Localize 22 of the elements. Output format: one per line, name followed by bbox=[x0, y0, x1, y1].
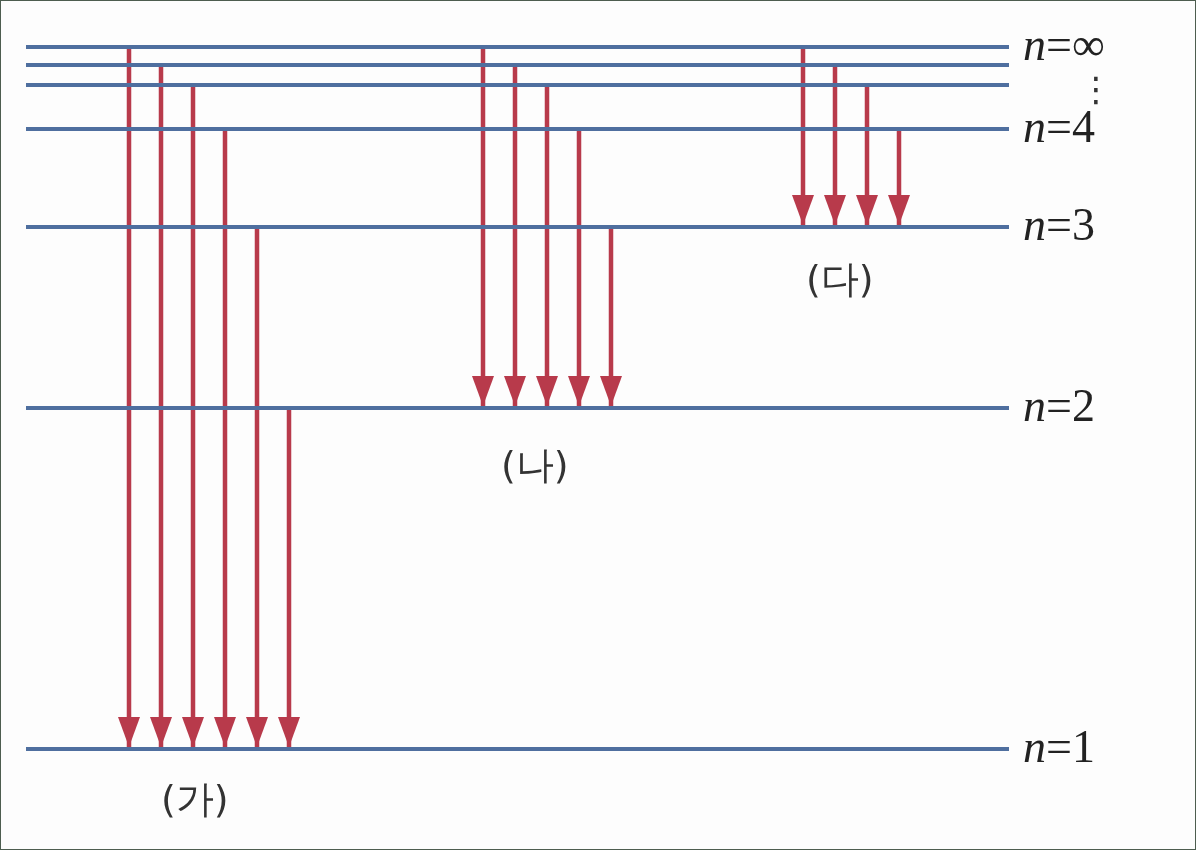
transition-arrow bbox=[600, 229, 622, 406]
series-label: (다) bbox=[806, 257, 874, 301]
transition-arrow bbox=[150, 67, 172, 747]
series-label: (나) bbox=[501, 443, 569, 487]
series-label: (가) bbox=[161, 777, 229, 821]
level-label: n=1 bbox=[1023, 724, 1095, 770]
transition-arrow bbox=[856, 87, 878, 225]
transition-arrow bbox=[118, 49, 140, 747]
transition-arrow bbox=[568, 131, 590, 406]
transition-arrow bbox=[214, 131, 236, 747]
level-label: n=2 bbox=[1023, 383, 1095, 429]
transition-arrow bbox=[278, 410, 300, 747]
level-label: n=3 bbox=[1023, 202, 1095, 248]
transition-arrow bbox=[888, 131, 910, 225]
transition-arrow bbox=[472, 49, 494, 406]
transition-arrow bbox=[792, 49, 814, 225]
transition-arrow bbox=[504, 67, 526, 406]
transition-arrow bbox=[246, 229, 268, 747]
transition-arrow bbox=[824, 67, 846, 225]
level-label: n=∞ bbox=[1023, 22, 1105, 68]
transition-arrow bbox=[182, 87, 204, 747]
transition-arrow bbox=[536, 87, 558, 406]
